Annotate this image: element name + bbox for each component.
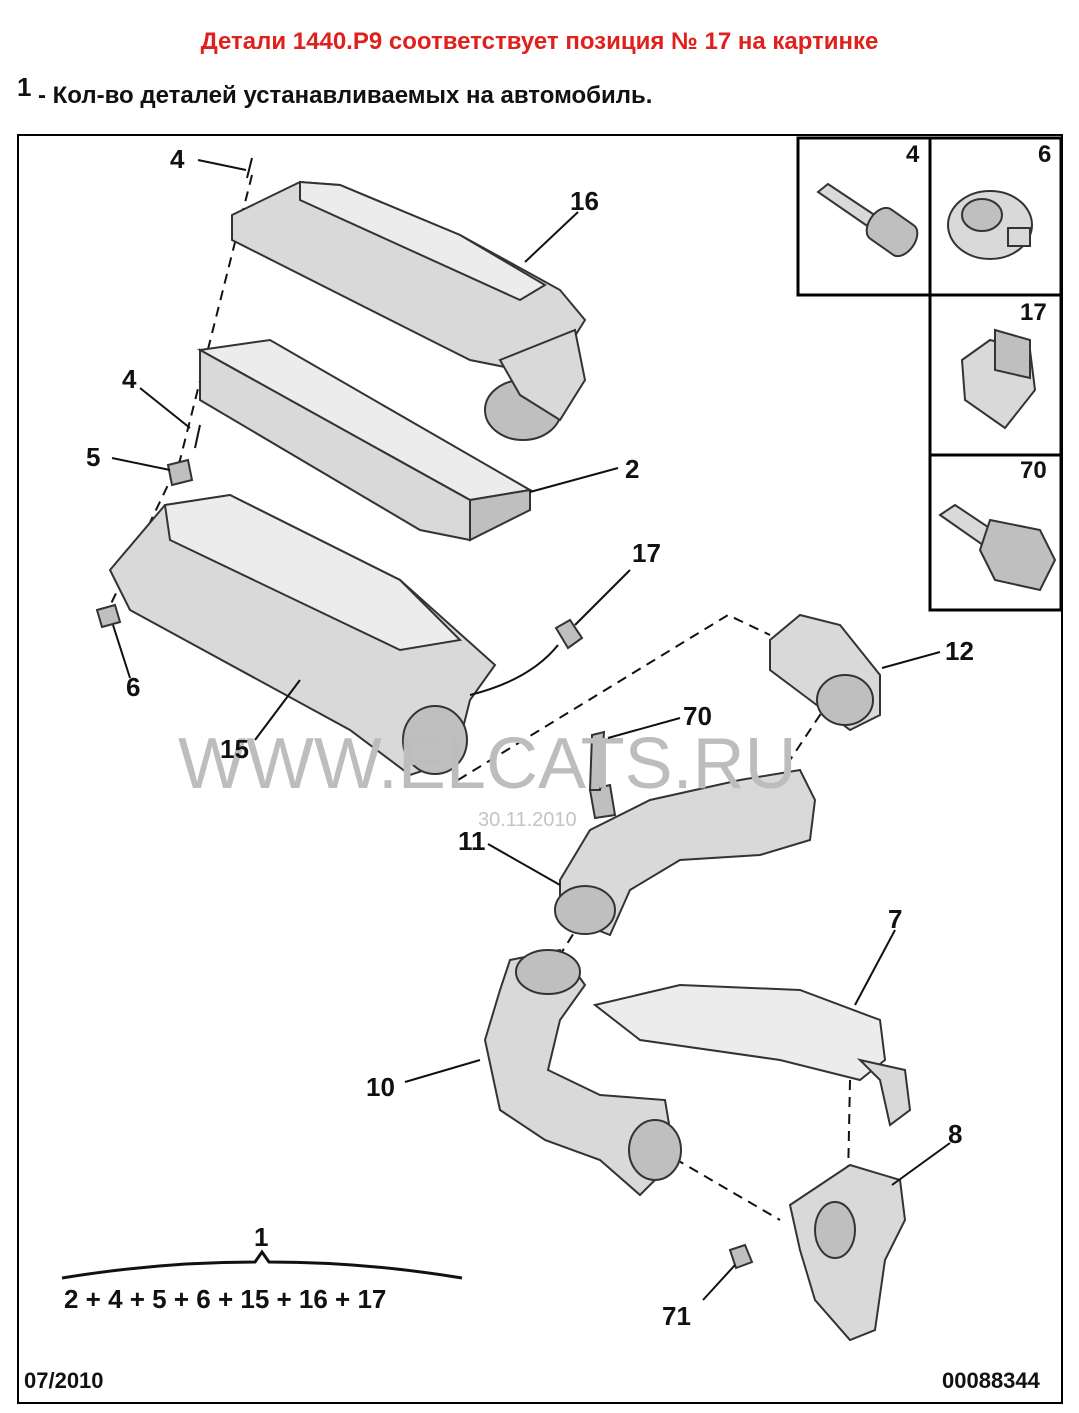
callout-17: 17 [632,538,661,568]
air-filter-element [196,338,533,542]
page-title: Детали 1440.P9 соответствует позиция № 1… [200,28,879,55]
callout-12: 12 [945,636,974,666]
callout-11: 11 [458,826,486,856]
watermark-date: 30.11.2010 [478,809,577,831]
flange-bolt-icon [938,503,1057,592]
callout-2: 2 [625,454,639,484]
footer-code: 00088344 [942,1368,1041,1393]
callout-16: 16 [570,186,599,216]
callout-70: 70 [683,701,712,731]
callout-6: 6 [126,672,140,702]
diagram-frame [17,134,1063,1404]
clip-nut-icon [947,190,1033,260]
coupling-part-12 [769,613,881,732]
footer-date: 07/2010 [24,1368,104,1393]
kit-brace [61,1249,463,1280]
flex-hose-part-10 [483,948,682,1197]
callout-7: 7 [888,904,902,934]
callout-10: 10 [366,1072,395,1102]
callout-8: 8 [948,1119,962,1149]
callout-4-upper: 4 [170,144,185,174]
breather-hose [469,644,559,696]
clip-part-17 [554,618,584,650]
callout-15: 15 [220,734,249,764]
quantity-description: - Кол-во деталей устанавливаемых на авто… [38,82,653,109]
kit-formula: 2 + 4 + 5 + 6 + 15 + 16 + 17 [64,1284,386,1314]
legend-box-label-4: 4 [906,141,920,168]
bracket-part-8 [788,1163,907,1342]
lower-airbox-housing [108,493,497,777]
nut-part-71 [728,1243,754,1270]
kit-number: 1 [254,1222,268,1252]
hose-clip-icon [960,328,1037,430]
quantity-number: 1 [17,72,32,102]
clip-nut-part-6 [95,603,122,629]
legend-box-label-17: 17 [1020,299,1047,326]
intake-duct-part-11 [554,768,817,937]
upper-airbox-cover [231,180,587,441]
bracket-part-5 [166,458,194,487]
callout-5: 5 [86,442,100,472]
legend-box-label-70: 70 [1020,457,1047,484]
legend-box-label-6: 6 [1038,141,1051,168]
callout-4-lower: 4 [122,364,137,394]
watermark-text: WWW.ELCATS.RU [178,724,797,804]
heat-shield-part-7 [592,983,912,1127]
screw-part-4-upper [246,157,253,179]
screw-part-4-lower [194,424,201,449]
bolt-part-70 [588,730,606,791]
callout-71: 71 [662,1301,691,1331]
screw-icon [816,182,919,258]
